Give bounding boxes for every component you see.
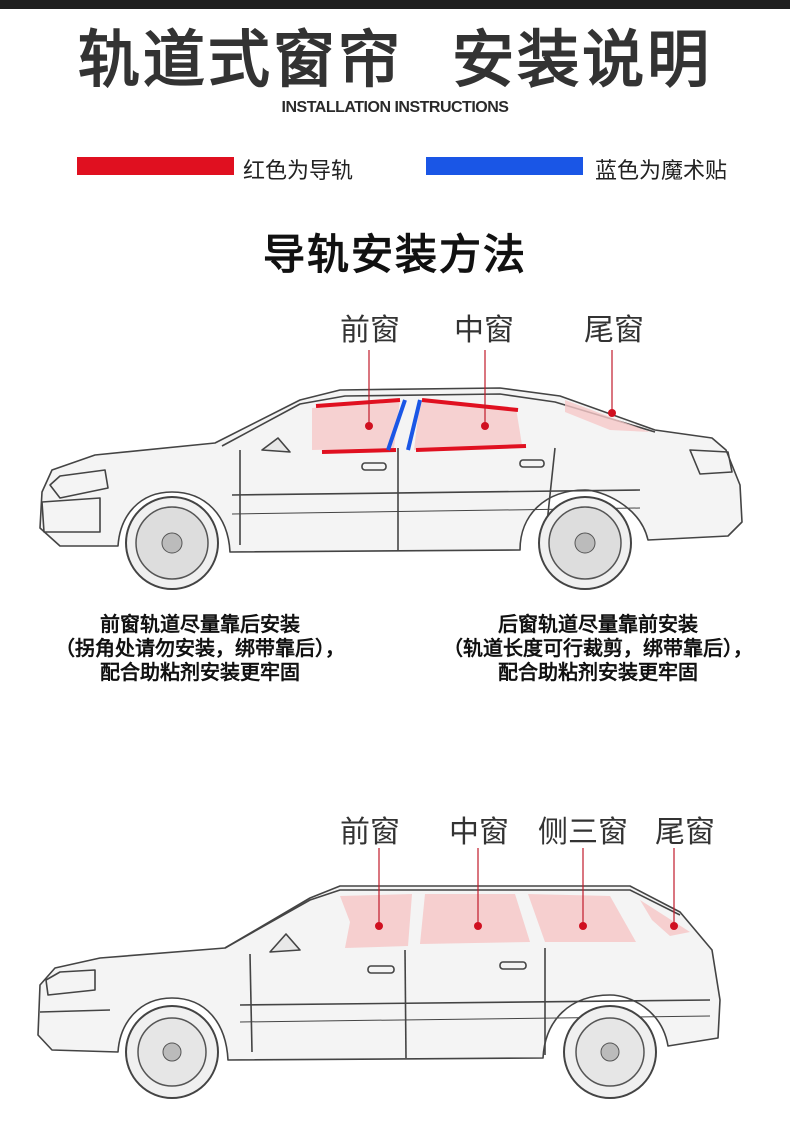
sedan-illustration: 前窗 中窗 尾窗: [39, 313, 743, 590]
wagon-label-middle: 中窗: [449, 815, 509, 850]
legend-blue-label: 蓝色为魔术贴: [595, 159, 728, 184]
wagon-front-wheel: [125, 1005, 219, 1099]
note-rear-window: 后窗轨道尽量靠前安装 （轨道长度可行裁剪，绑带靠后）， 配合助粘剂安装更牢固: [408, 612, 788, 684]
wagon-middle-window: [420, 894, 530, 944]
wagon-illustration: 前窗 中窗 侧三窗 尾窗: [37, 815, 721, 1099]
sedan-label-middle: 中窗: [454, 313, 514, 348]
note-front-window: 前窗轨道尽量靠后安装 （拐角处请勿安装，绑带靠后）， 配合助粘剂安装更牢固: [10, 612, 390, 684]
top-strip: [0, 0, 790, 9]
note-right-line-1: 后窗轨道尽量靠前安装: [498, 612, 698, 636]
sedan-rear-window: [565, 400, 650, 432]
page-title: 轨道式窗帘 安装说明: [77, 23, 713, 96]
sedan-rear-wheel: [538, 496, 632, 590]
note-left-line-1: 前窗轨道尽量靠后安装: [100, 612, 300, 636]
wagon-rear-wheel: [563, 1005, 657, 1099]
sedan-front-wheel: [125, 496, 219, 590]
wagon-label-rear: 尾窗: [655, 815, 715, 850]
sedan-label-front: 前窗: [340, 313, 400, 348]
note-right-line-3: 配合助粘剂安装更牢固: [498, 660, 698, 684]
note-left-line-2: （拐角处请勿安装，绑带靠后），: [55, 636, 345, 660]
section-title: 导轨安装方法: [262, 230, 527, 279]
page-subtitle: INSTALLATION INSTRUCTIONS: [281, 99, 509, 116]
sedan-label-rear: 尾窗: [584, 313, 644, 348]
legend-red-label: 红色为导轨: [243, 159, 354, 184]
note-right-line-2: （轨道长度可行裁剪，绑带靠后），: [443, 636, 753, 660]
wagon-front-window: [340, 894, 412, 948]
sedan-front-window: [312, 400, 400, 450]
note-left-line-3: 配合助粘剂安装更牢固: [100, 660, 300, 684]
wagon-label-front: 前窗: [340, 815, 400, 850]
wagon-label-side-third: 侧三窗: [538, 815, 628, 850]
legend-red-swatch: [77, 157, 234, 175]
legend-blue-swatch: [426, 157, 583, 175]
wagon-side-third-window: [528, 894, 636, 942]
sedan-middle-window: [414, 400, 522, 450]
